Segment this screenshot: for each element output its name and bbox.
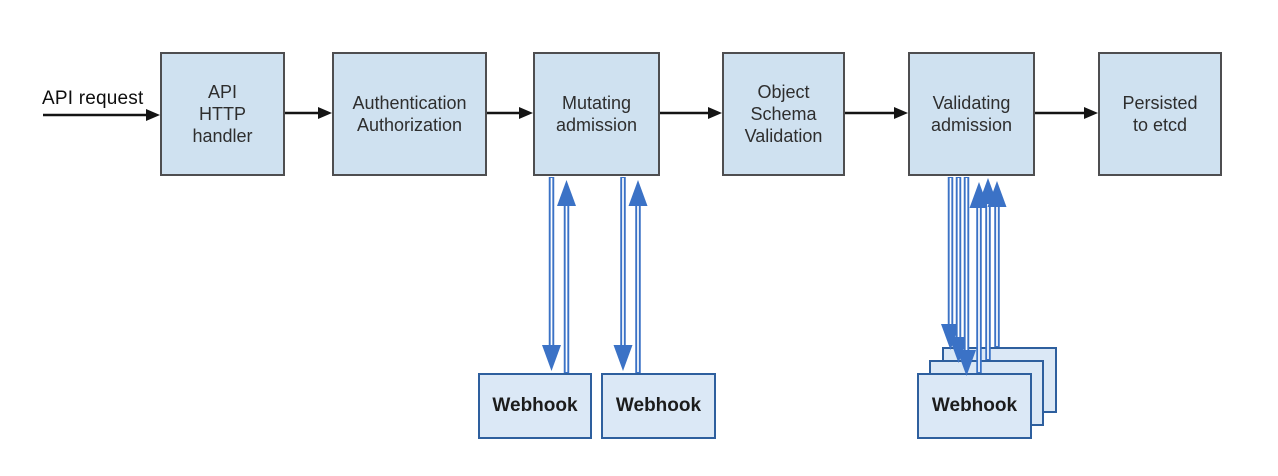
box-authentication-authorization-label: Authentication Authorization bbox=[352, 92, 467, 135]
box-persisted-to-etcd: Persisted to etcd bbox=[1098, 52, 1222, 176]
arrow-schema-to-validating bbox=[845, 107, 908, 119]
arrow-api-request bbox=[43, 109, 160, 121]
box-api-http-handler-label: API HTTP handler bbox=[192, 81, 253, 147]
webhook-box-validating-front-label: Webhook bbox=[931, 395, 1018, 416]
webhook-box-mutating-1: Webhook bbox=[478, 373, 592, 439]
box-object-schema-validation: Object Schema Validation bbox=[722, 52, 845, 176]
webhook-box-validating-front: Webhook bbox=[917, 373, 1032, 439]
arrow-mutating-down-1 bbox=[542, 177, 561, 371]
arrow-mutating-up-1 bbox=[557, 180, 576, 373]
arrow-validating-down-2 bbox=[949, 177, 968, 363]
box-authentication-authorization: Authentication Authorization bbox=[332, 52, 487, 176]
arrow-mutating-up-2 bbox=[628, 180, 648, 373]
arrow-handler-to-auth bbox=[285, 107, 332, 119]
api-request-label: API request bbox=[42, 88, 144, 109]
box-api-http-handler: API HTTP handler bbox=[160, 52, 285, 176]
box-validating-admission: Validating admission bbox=[908, 52, 1035, 176]
box-mutating-admission-label: Mutating admission bbox=[555, 92, 638, 135]
arrow-validating-up-3 bbox=[987, 181, 1007, 347]
arrow-auth-to-mutating bbox=[487, 107, 533, 119]
arrow-validating-up-1 bbox=[969, 182, 989, 373]
webhook-box-mutating-1-label: Webhook bbox=[492, 395, 578, 416]
arrow-validating-down-1 bbox=[941, 177, 960, 350]
box-object-schema-validation-label: Object Schema Validation bbox=[744, 81, 823, 147]
box-mutating-admission: Mutating admission bbox=[533, 52, 660, 176]
box-validating-admission-label: Validating admission bbox=[930, 92, 1013, 135]
arrow-mutating-to-schema bbox=[660, 107, 722, 119]
box-persisted-to-etcd-label: Persisted to etcd bbox=[1122, 92, 1198, 135]
arrow-validating-up-2 bbox=[978, 178, 998, 360]
arrow-validating-to-etcd bbox=[1035, 107, 1098, 119]
webhook-box-mutating-2: Webhook bbox=[601, 373, 716, 439]
webhook-box-mutating-2-label: Webhook bbox=[615, 395, 702, 416]
mutating-webhook-arrows bbox=[542, 177, 648, 373]
arrow-mutating-down-2 bbox=[613, 177, 633, 371]
